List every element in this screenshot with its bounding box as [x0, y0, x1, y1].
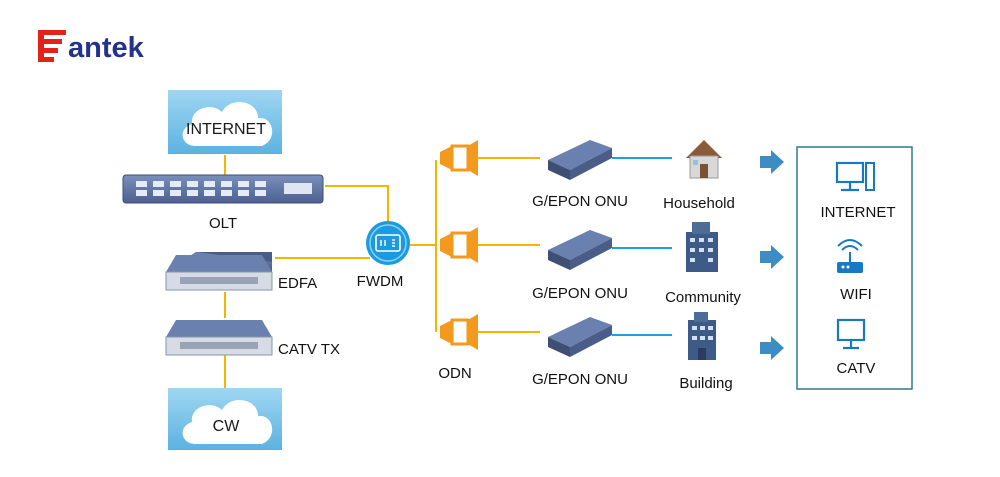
fwdm-device: FWDM	[357, 221, 410, 290]
arrow-right-icon	[760, 336, 784, 360]
olt-port	[255, 181, 266, 187]
catv-tx-label: CATV TX	[278, 341, 340, 358]
wdm-chip-icon	[375, 234, 401, 252]
olt-port	[170, 190, 181, 196]
fwdm-label: FWDM	[357, 273, 404, 290]
olt-label: OLT	[209, 215, 237, 232]
end-user-label: Community	[665, 289, 741, 306]
odn-splitters: ODN	[438, 140, 478, 382]
logo-text: antek	[68, 32, 145, 64]
tv-icon	[836, 318, 866, 350]
catv-tx-device: CATV TX	[165, 320, 340, 358]
desktop-computer-icon	[835, 161, 875, 192]
edfa-device: EDFA	[165, 252, 317, 292]
olt-port	[221, 190, 232, 196]
olt-port	[221, 181, 232, 187]
end-user-label: Household	[663, 195, 735, 212]
connection-lines	[224, 155, 672, 390]
splitter-icon	[440, 227, 478, 263]
splitter-icon	[440, 314, 478, 350]
internet-cloud-label: INTERNET	[186, 121, 266, 138]
onu-device-icon	[548, 140, 612, 180]
logo-mark-icon	[38, 30, 66, 62]
wifi-router-icon	[837, 239, 863, 273]
splitter-icon	[440, 140, 478, 176]
onu-device-icon	[548, 230, 612, 270]
olt-port	[238, 181, 249, 187]
edfa-label: EDFA	[278, 275, 317, 292]
building: Building	[679, 312, 733, 392]
olt-port	[153, 190, 164, 196]
olt-port	[255, 190, 266, 196]
onu-row-1: G/EPON ONU	[532, 140, 628, 210]
community: Community	[665, 222, 741, 306]
arrow-right-icon	[760, 245, 784, 269]
olt-port	[204, 190, 215, 196]
onu-label: G/EPON ONU	[532, 193, 628, 210]
services-panel: INTERNET WIFI CATV	[796, 146, 913, 390]
service-label: CATV	[837, 360, 876, 377]
brand-logo: antek	[38, 30, 145, 64]
cw-cloud: CW	[168, 388, 282, 450]
olt-port	[238, 190, 249, 196]
household: Household	[663, 140, 735, 212]
onu-row-2: G/EPON ONU	[532, 230, 628, 302]
olt-port	[136, 181, 147, 187]
onu-row-3: G/EPON ONU	[532, 317, 628, 388]
olt-ports	[136, 181, 266, 196]
service-label: WIFI	[840, 286, 872, 303]
service-label: INTERNET	[821, 204, 896, 221]
internet-cloud: INTERNET	[168, 90, 282, 154]
olt-device: OLT	[122, 174, 324, 232]
onu-device-icon	[548, 317, 612, 357]
arrow-right-icon	[760, 150, 784, 174]
end-user-label: Building	[679, 375, 732, 392]
olt-port	[170, 181, 181, 187]
olt-port	[136, 190, 147, 196]
odn-label: ODN	[438, 365, 471, 382]
cw-cloud-label: CW	[213, 418, 241, 435]
office-building-icon	[688, 312, 716, 360]
apartment-building-icon	[686, 222, 718, 272]
olt-port	[153, 181, 164, 187]
olt-port	[187, 190, 198, 196]
onu-label: G/EPON ONU	[532, 371, 628, 388]
olt-port	[204, 181, 215, 187]
service-arrows	[760, 150, 784, 360]
onu-label: G/EPON ONU	[532, 285, 628, 302]
olt-port	[187, 181, 198, 187]
house-icon	[686, 140, 722, 179]
